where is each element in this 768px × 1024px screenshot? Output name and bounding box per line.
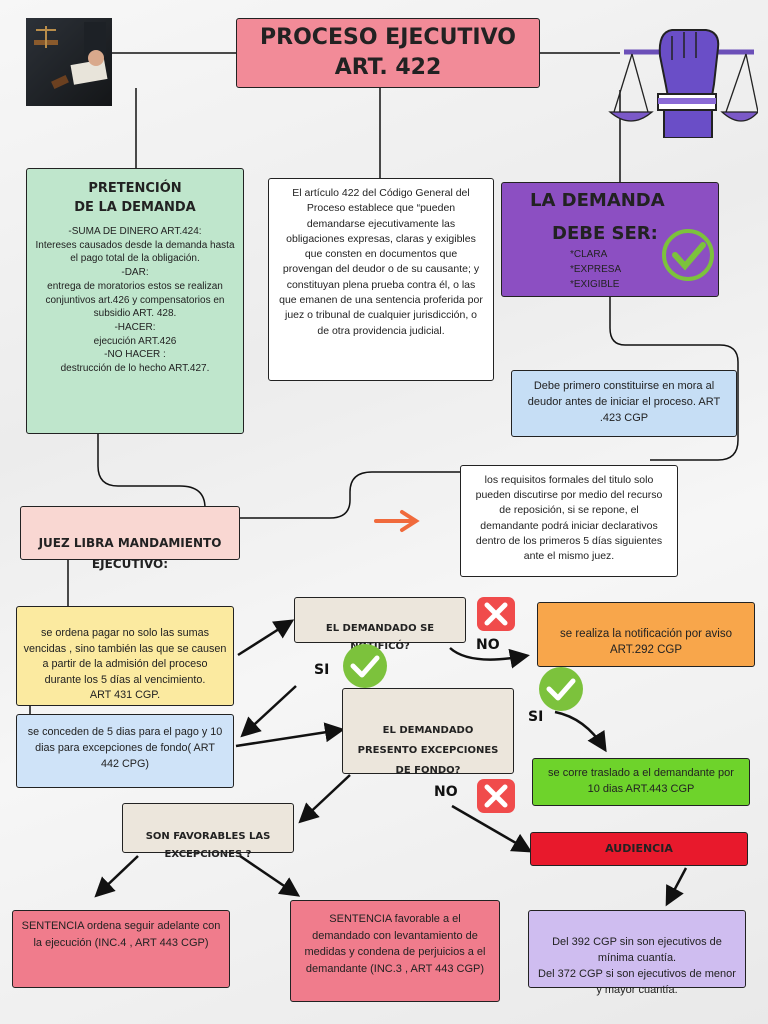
arrow-excepciones-favorables[interactable]	[298, 774, 351, 824]
justice-fist-scale-icon	[608, 26, 760, 139]
cuantia-body: Del 392 CGP sin son ejecutivos de mínima…	[538, 936, 736, 996]
line-demanda-mora	[609, 296, 739, 461]
demanda-heading-2: DEBE SER:	[552, 223, 658, 244]
requisitos-box: los requisitos formales del titulo solo …	[460, 465, 678, 577]
cross-icon	[477, 779, 515, 813]
title-box: PROCESO EJECUTIVO ART. 422	[236, 18, 540, 88]
aviso-body: se realiza la notificación por aviso ART…	[560, 628, 732, 656]
label-si-1: SI	[314, 662, 330, 678]
requisitos-body: los requisitos formales del titulo solo …	[475, 474, 663, 563]
arrow-si-traslado[interactable]	[554, 710, 607, 753]
line-juez-requisitos	[240, 471, 460, 519]
label-no-2: NO	[434, 784, 458, 800]
excepciones-question: EL DEMANDADO PRESENTO EXCEPCIONES DE FON…	[342, 688, 514, 776]
audiencia-box: AUDIENCIA	[530, 832, 748, 866]
check-icon	[662, 229, 714, 281]
check-icon	[343, 644, 387, 688]
favorables-question: SON FAVORABLES LAS EXCEPCIONES ?	[122, 803, 294, 860]
demanda-item-expresa: *EXPRESA	[570, 264, 622, 275]
pretension-heading: PRETENCIÓN DE LA DEMANDA	[74, 181, 196, 215]
label-si-2: SI	[528, 709, 544, 725]
arrow-si-conceden[interactable]	[240, 685, 297, 738]
arrow-audiencia-cuantia[interactable]	[665, 867, 688, 907]
mora-box: Debe primero constituirse en mora al deu…	[511, 370, 737, 437]
judge-photo	[26, 18, 112, 106]
sentencia2-body: SENTENCIA favorable a el demandado con l…	[304, 913, 486, 975]
juez-label: JUEZ LIBRA MANDAMIENTO EJECUTIVO:	[38, 536, 222, 571]
excepciones-label: EL DEMANDADO PRESENTO EXCEPCIONES DE FON…	[357, 725, 499, 776]
aviso-box: se realiza la notificación por aviso ART…	[537, 602, 755, 667]
articulo-box: El artículo 422 del Código General del P…	[268, 178, 494, 381]
favorables-label: SON FAVORABLES LAS EXCEPCIONES ?	[145, 831, 271, 860]
traslado-body: se corre traslado a el demandante por 10…	[548, 767, 734, 795]
title-line2: ART. 422	[334, 55, 442, 80]
traslado-box: se corre traslado a el demandante por 10…	[532, 758, 750, 806]
arrow-conceden-excepciones[interactable]	[235, 722, 345, 748]
cuantia-box: Del 392 CGP sin son ejecutivos de mínima…	[528, 910, 746, 996]
arrow-pagar-notifico[interactable]	[237, 619, 295, 657]
cross-icon	[477, 597, 515, 631]
arrow-icon	[374, 510, 420, 532]
notifico-question: EL DEMANDADO SE NOTIFICÓ?	[294, 597, 466, 652]
sentencia1-box: SENTENCIA ordena seguir adelante con la …	[12, 910, 230, 988]
label-no-1: NO	[476, 637, 500, 653]
demanda-item-exigible: *EXIGIBLE	[570, 279, 620, 290]
arrow-favorables-sentencia2[interactable]	[239, 854, 301, 897]
pretension-body: -SUMA DE DINERO ART.424: Intereses causa…	[35, 226, 235, 375]
demanda-item-clara: *CLARA	[570, 249, 608, 260]
line-pretension-juez	[97, 434, 206, 509]
conceden-box: se conceden de 5 dias para el pago y 10 …	[16, 714, 234, 788]
arrow-no-audiencia[interactable]	[451, 804, 533, 853]
title-line1: PROCESO EJECUTIVO	[260, 25, 516, 50]
articulo-body: El artículo 422 del Código General del P…	[279, 187, 483, 337]
notifico-label: EL DEMANDADO SE NOTIFICÓ?	[325, 623, 435, 652]
sentencia1-body: SENTENCIA ordena seguir adelante con la …	[21, 920, 221, 949]
juez-box: JUEZ LIBRA MANDAMIENTO EJECUTIVO:	[20, 506, 240, 571]
conceden-body: se conceden de 5 dias para el pago y 10 …	[27, 726, 223, 770]
pagar-box: se ordena pagar no solo las sumas vencid…	[16, 606, 234, 706]
sentencia2-box: SENTENCIA favorable a el demandado con l…	[290, 900, 500, 1002]
pagar-body: se ordena pagar no solo las sumas vencid…	[23, 627, 227, 702]
pretension-box: PRETENCIÓN DE LA DEMANDA -SUMA DE DINERO…	[26, 168, 244, 434]
mora-body: Debe primero constituirse en mora al deu…	[527, 380, 721, 424]
demanda-box: LA DEMANDA DEBE SER: *CLARA *EXPRESA *EX…	[501, 182, 719, 297]
check-icon	[539, 667, 583, 711]
arrow-no-aviso[interactable]	[449, 647, 530, 669]
arrow-favorables-sentencia1[interactable]	[94, 855, 139, 898]
audiencia-label: AUDIENCIA	[605, 842, 673, 855]
demanda-heading-1: LA DEMANDA	[530, 190, 665, 211]
